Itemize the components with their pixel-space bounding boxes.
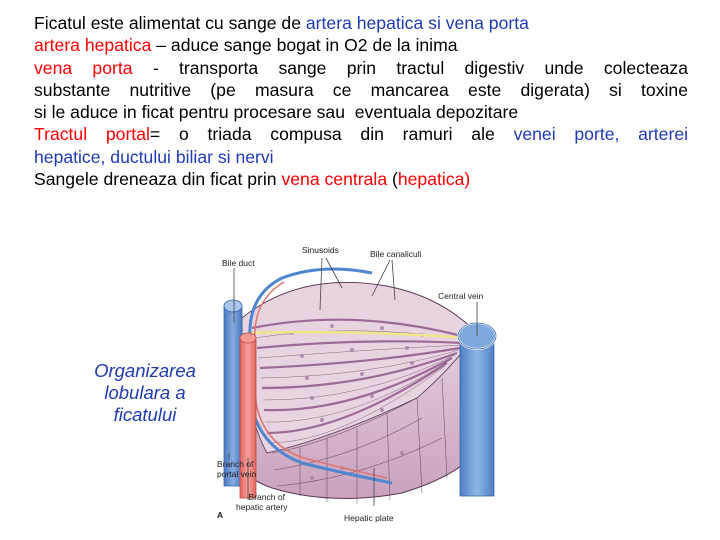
term-artera-hepatica: artera hepatica bbox=[34, 35, 152, 56]
text-line-7: hepatice, ductului biliar si nervi bbox=[34, 146, 274, 167]
text-line-5: si le aduce in ficat pentru procesare sa… bbox=[34, 102, 519, 123]
label-hepatic-plate: Hepatic plate bbox=[344, 513, 394, 523]
label-sinusoids: Sinusoids bbox=[302, 245, 339, 255]
lobule-illustration bbox=[223, 257, 497, 506]
term-vena-centrala: vena centrala bbox=[281, 169, 388, 190]
text-line-3: vena porta - transporta sange prin tract… bbox=[34, 57, 688, 78]
text-line-8: Sangele dreneaza din ficat prin vena cen… bbox=[34, 169, 471, 190]
term-tractul-portal: Tractul portal bbox=[34, 124, 150, 145]
panel-letter: A bbox=[217, 510, 224, 520]
liver-lobule-diagram: Bile duct Sinusoids Bile canaliculi Cent… bbox=[212, 238, 512, 528]
slide-text: Ficatul este alimentat cu sange de arter… bbox=[34, 12, 688, 190]
label-bile-duct: Bile duct bbox=[222, 258, 255, 268]
highlight-blood-supply: artera hepatica si vena porta bbox=[305, 13, 529, 33]
label-bile-canaliculi: Bile canaliculi bbox=[370, 249, 422, 259]
text-line-6: Tractul portal= o triada compusa din ram… bbox=[34, 124, 689, 145]
text-line-4: substante nutritive (pe masura ce mancar… bbox=[34, 79, 688, 100]
term-vena-porta: vena porta bbox=[34, 57, 133, 78]
text-line-1: Ficatul este alimentat cu sange de arter… bbox=[34, 13, 529, 33]
text-line-2: artera hepatica – aduce sange bogat in O… bbox=[34, 35, 458, 56]
label-central-vein: Central vein bbox=[438, 291, 484, 301]
diagram-caption: Organizarea lobulara a ficatului bbox=[94, 360, 196, 425]
